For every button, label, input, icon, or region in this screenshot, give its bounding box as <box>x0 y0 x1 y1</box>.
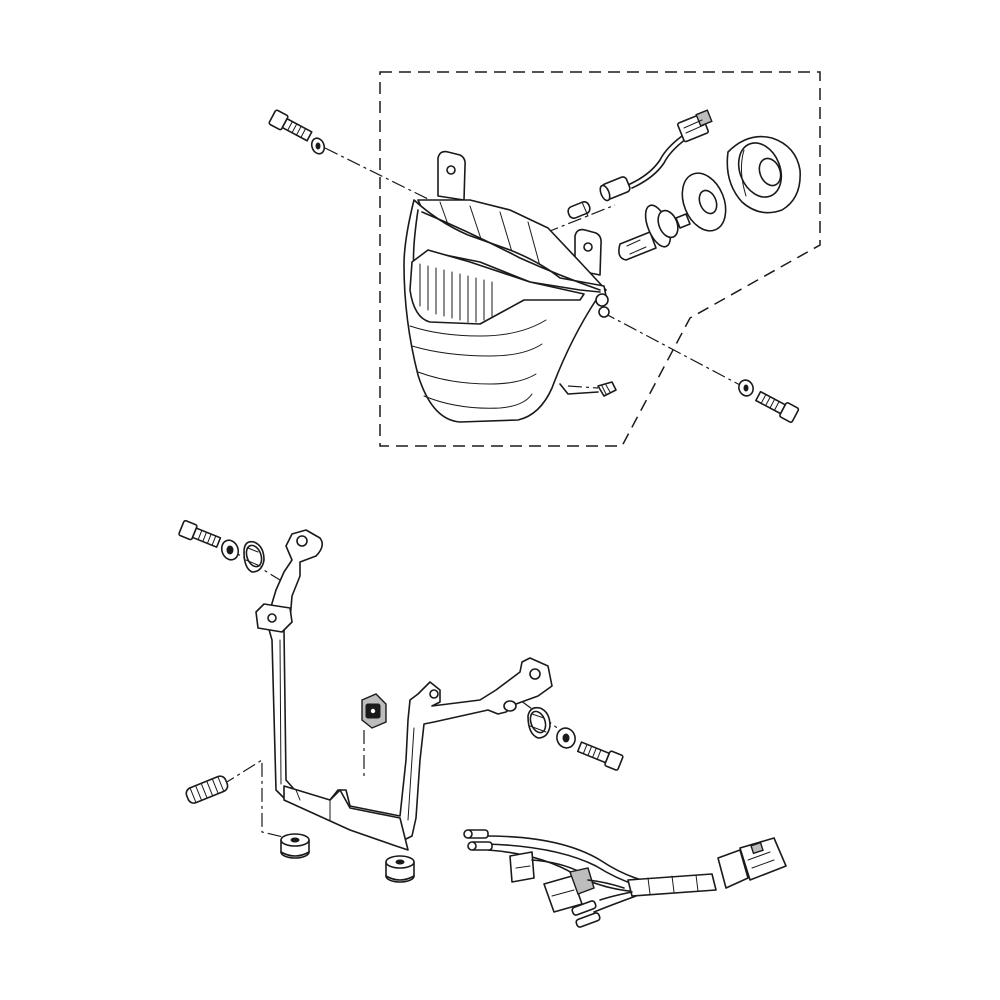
bracket-stay <box>255 529 553 851</box>
headlight-housing <box>403 150 610 423</box>
connector-small <box>509 851 581 883</box>
bolt-upper-left <box>268 109 313 142</box>
spring <box>185 775 229 804</box>
cushion-nut <box>361 693 387 729</box>
grommet-left <box>243 540 265 573</box>
leader-line-lower-bolt <box>601 311 741 386</box>
collar-right <box>556 727 576 749</box>
washer-lower-right <box>738 379 754 397</box>
leader-line-upper-bolt <box>324 147 431 201</box>
dust-cover <box>726 135 801 214</box>
assembly-boundary-dashed <box>379 71 821 447</box>
position-bulb <box>567 201 591 219</box>
wire-harness-group <box>463 829 787 928</box>
damper-rubber-left <box>280 833 310 859</box>
headlight-bulb <box>618 204 691 261</box>
leader-line-clip <box>567 385 599 389</box>
headlight-assembly-group <box>268 71 821 447</box>
main-coupler <box>717 837 787 889</box>
grommet-right <box>527 706 551 739</box>
bulb-socket-wire <box>599 109 713 202</box>
leader-line-spring <box>221 758 297 841</box>
damper-rubber-right <box>385 855 415 883</box>
headlight-bracket-group <box>178 519 624 883</box>
clip-fastener <box>597 381 617 397</box>
leader-line-bulb <box>544 204 616 234</box>
washer-upper-left <box>310 137 326 155</box>
terminal-lead-top <box>463 829 493 851</box>
bulb-seal-ring <box>681 172 727 232</box>
collar-left <box>220 539 240 561</box>
terminal-lead-bottom <box>571 891 637 928</box>
bolt-lower-right <box>755 390 800 423</box>
bolt-bracket-right <box>576 741 624 771</box>
bolt-bracket-left <box>178 519 222 548</box>
